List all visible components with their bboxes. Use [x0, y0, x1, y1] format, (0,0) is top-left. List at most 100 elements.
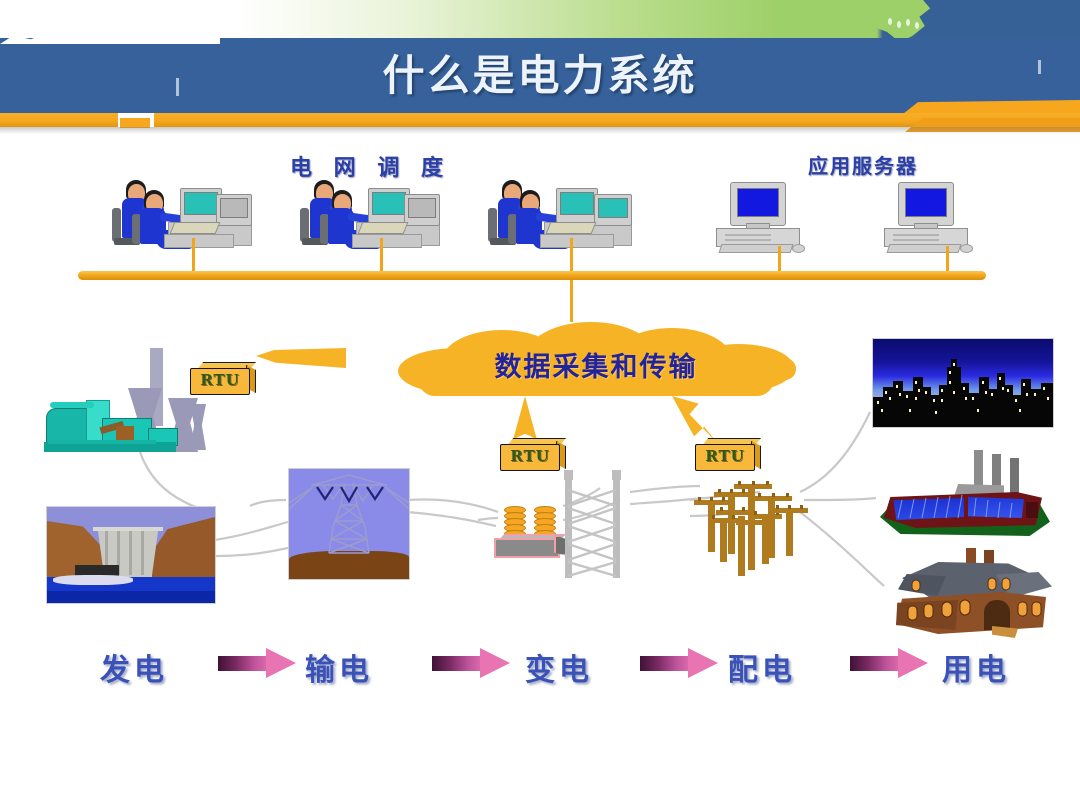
factory-stack-1: [974, 450, 983, 498]
flow-label-distribution: 配电: [728, 653, 796, 688]
communication-bus: [78, 271, 986, 280]
pole-crossarm: [754, 493, 792, 501]
house-roof-left-gable: [898, 574, 946, 596]
header-orange-bar: [0, 113, 1080, 127]
dam-spillway-3: [129, 531, 132, 575]
chair-back: [488, 208, 497, 242]
house-chimney-2: [984, 550, 994, 566]
dispatch-console-3: [488, 178, 638, 256]
pole-crossarm: [772, 505, 808, 513]
utility-pole: [748, 484, 755, 570]
arrow-head: [688, 648, 718, 678]
console-monitor-2: [216, 194, 252, 226]
dam-foam: [53, 575, 133, 585]
arrow-head: [898, 648, 928, 678]
utility-pole: [786, 508, 793, 556]
monitor-screen: [598, 198, 628, 218]
distribution-poles: [694, 470, 814, 580]
factory-glass-right: [968, 496, 1024, 518]
server-screen: [737, 188, 779, 217]
rtu-front-face: RTU: [695, 444, 755, 471]
server-mouse: [792, 244, 805, 253]
skyline-buildings: [873, 359, 1053, 427]
server-mouse: [960, 244, 973, 253]
console-monitor-2: [404, 194, 440, 226]
house-steps: [992, 626, 1018, 638]
tower-ground: [289, 551, 409, 579]
plant-boiler-block: [116, 426, 134, 444]
factory-stack-2: [992, 454, 1001, 500]
flow-label-generation: 发电: [100, 653, 168, 688]
utility-pole: [762, 514, 769, 564]
header-orange-gap-fill: [120, 118, 150, 128]
arrow-rtu-to-cloud-center: [513, 396, 537, 440]
utility-pole: [720, 518, 727, 562]
console-monitor-2: [594, 194, 632, 226]
arrow-tail: [850, 656, 902, 671]
server-drive-slot: [893, 239, 939, 241]
pole-crossarm: [750, 511, 782, 519]
monitor-screen: [372, 192, 406, 215]
rtu-front-face: RTU: [190, 368, 250, 395]
pole-crossarm: [714, 489, 750, 497]
dispatch-console-2: [300, 178, 450, 256]
factory-glass-mullions: [897, 494, 1013, 519]
pole-crossarm: [716, 507, 748, 515]
bus-drop-server-1: [778, 246, 781, 272]
flow-arrow-3: [640, 648, 718, 678]
chair-seat: [114, 238, 140, 245]
plant-topline: [50, 402, 94, 408]
tower-cap-left: [564, 470, 573, 480]
transformer-tank: [494, 538, 560, 558]
flow-label-substation: 变电: [525, 653, 593, 688]
console-keyboard: [169, 222, 221, 234]
chair-back-2: [508, 214, 517, 244]
rtu-front-face: RTU: [500, 444, 560, 471]
chair-back-2: [132, 214, 141, 244]
app-server-1: [710, 182, 805, 254]
bus-drop-console-2: [380, 238, 383, 272]
console-monitor-1: [556, 188, 598, 223]
monitor-screen: [408, 198, 436, 218]
rtu-box-3: RTU: [695, 438, 761, 471]
tower-structure: [289, 474, 409, 554]
factory-stack-3: [1010, 458, 1019, 502]
bus-drop-console-1: [192, 238, 195, 272]
plant-base: [44, 442, 176, 452]
factory-photo: [876, 448, 1054, 540]
tower-leg-left: [565, 478, 572, 578]
monitor-screen: [220, 198, 248, 218]
bus-drop-server-2: [946, 246, 949, 272]
bus-drop-to-cloud: [570, 280, 573, 322]
console-keyboard: [545, 222, 597, 234]
dispatch-console-1: [112, 178, 262, 256]
house-entry-arch: [984, 600, 1010, 630]
data-acquisition-cloud: [398, 322, 796, 400]
tower-cap-right: [612, 470, 621, 480]
tower-leg-right: [613, 478, 620, 578]
server-keyboard: [886, 244, 962, 253]
server-screen: [905, 188, 947, 217]
utility-pole: [768, 496, 775, 558]
lattice-tower: [560, 470, 630, 578]
rtu-box-1: RTU: [190, 362, 256, 395]
arrow-rtu-to-cloud-left: [256, 348, 346, 368]
header-speck-1: [176, 78, 179, 96]
rtu-label: RTU: [705, 447, 745, 465]
flow-arrow-4: [850, 648, 928, 678]
slide-title: 什么是电力系统: [382, 51, 698, 100]
utility-pole: [728, 492, 735, 554]
utility-pole: [738, 516, 745, 576]
chair-back: [112, 208, 121, 242]
arrow-cloud-to-rtu-right: [672, 396, 718, 444]
server-drive-slot: [893, 234, 939, 236]
chair-back: [300, 208, 309, 242]
flow-label-consumption: 用电: [942, 653, 1010, 688]
header-blue-band: [0, 38, 1080, 120]
pole-crossarm: [734, 481, 772, 489]
header-speck-2: [1038, 60, 1041, 74]
monitor-screen: [184, 192, 218, 215]
arrow-tail: [432, 656, 484, 671]
flow-arrow-2: [432, 648, 510, 678]
